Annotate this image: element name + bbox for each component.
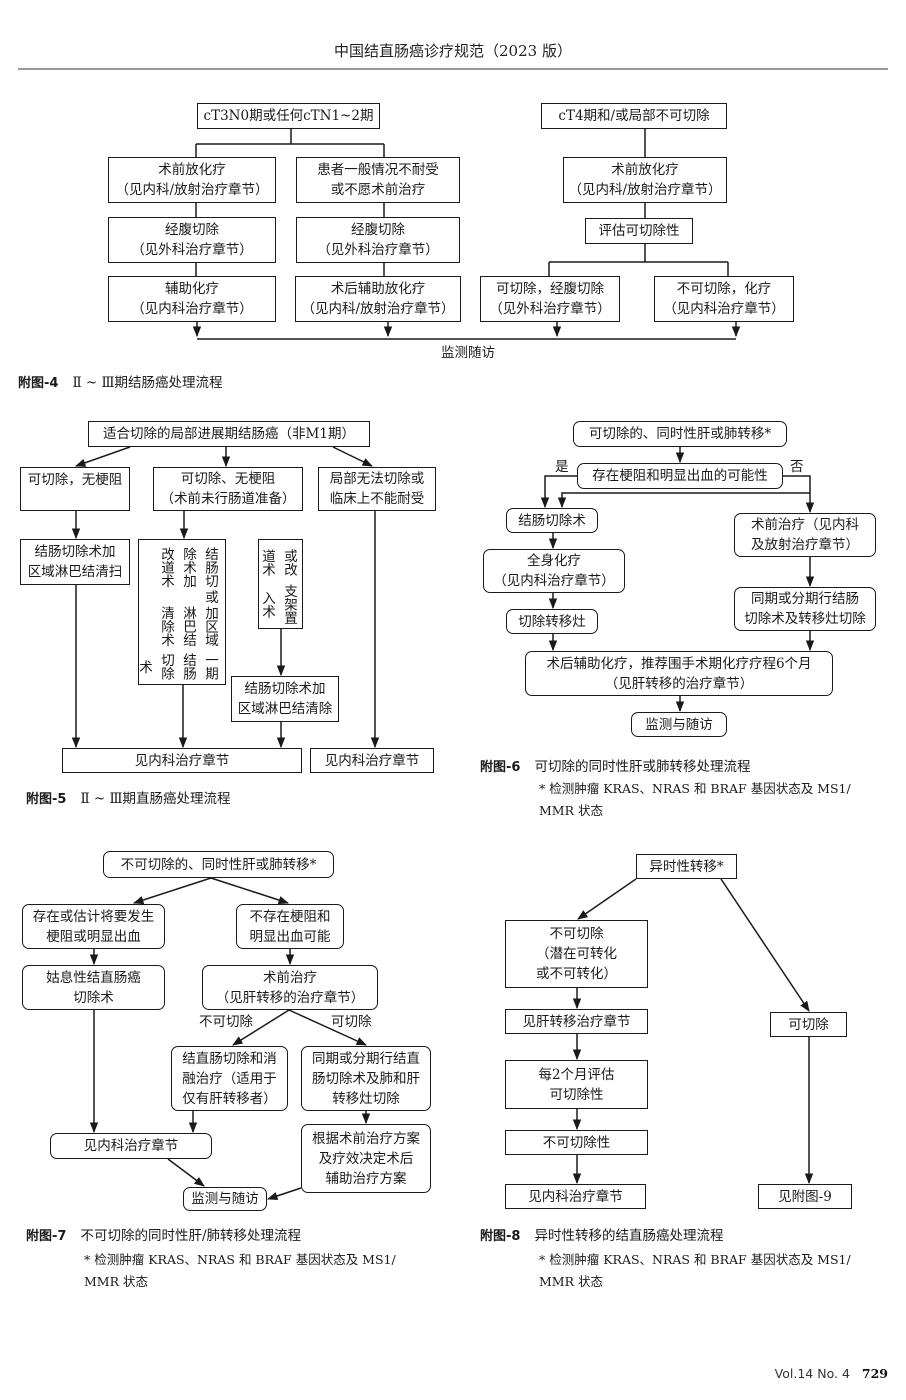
fig8-r1: 可切除 [770, 1012, 847, 1037]
fig8-l2: 见肝转移治疗章节 [505, 1009, 648, 1034]
fig4-c3: 可切除，经腹切除 （见外科治疗章节） [480, 276, 620, 322]
fig8-caption-number: 附图-8 [480, 1229, 521, 1244]
fig6-no-label: 否 [790, 459, 804, 475]
fig5-n2a-col4: 一期结肠切除术 [136, 652, 218, 680]
fig4-d3: 不可切除，化疗 （见内科治疗章节） [654, 276, 794, 322]
fig7-r3a: 结直肠切除和消 融治疗（适用于 仅有肝转移者） [171, 1046, 288, 1111]
fig4-c1: 术前放化疗 （见内科/放射治疗章节） [563, 157, 727, 203]
fig6-caption: 附图-6 可切除的同时性肝或肺转移处理流程 [480, 756, 750, 779]
fig5-end2: 见内科治疗章节 [310, 748, 434, 773]
page-number: 729 [861, 1366, 888, 1381]
fig7-caption-text: 不可切除的同时性肝/肺转移处理流程 [80, 1228, 302, 1244]
fig6-root: 可切除的、同时性肝或肺转移* [573, 421, 787, 447]
fig4-b3: 术后辅助放化疗 （见内科/放射治疗章节） [295, 276, 461, 322]
fig5-n2a: 结肠切除术加改道术或加区域淋巴结清除术一期结肠切除术 [136, 539, 226, 685]
fig4-b2: 经腹切除 （见外科治疗章节） [296, 217, 460, 263]
fig7-caption: 附图-7 不可切除的同时性肝/肺转移处理流程 [26, 1225, 301, 1248]
fig8-root: 异时性转移* [636, 854, 737, 879]
fig6-yes-label: 是 [555, 459, 569, 475]
fig4-a2: 经腹切除 （见外科治疗章节） [108, 217, 276, 263]
fig5-arrow-n3 [332, 446, 373, 467]
fig6-merge: 术后辅助化疗，推荐围手术期化疗疗程6个月 （见肝转移的治疗章节） [525, 651, 833, 696]
fig5-n2c: 结肠切除术加 区域淋巴结清除 [231, 676, 339, 722]
fig4-conn-root-split [195, 129, 385, 157]
fig8-caption: 附图-8 异时性转移的结直肠癌处理流程 [480, 1225, 723, 1248]
fig6-l1: 结肠切除术 [506, 508, 598, 533]
fig8-r2: 见附图-9 [758, 1184, 852, 1209]
header-rule [18, 68, 888, 70]
fig8-footnote: * 检测肿瘤 KRAS、NRAS 和 BRAF 基因状态及 MS1/ MMR 状… [539, 1252, 851, 1289]
fig7-footnote: * 检测肿瘤 KRAS、NRAS 和 BRAF 基因状态及 MS1/ MMR 状… [84, 1252, 396, 1289]
fig5-root: 适合切除的局部进展期结肠癌（非M1期） [88, 421, 370, 447]
fig5-arrow-n1 [75, 446, 131, 467]
fig7-arrow-end-r [267, 1187, 302, 1200]
fig7-r2: 术前治疗 （见肝转移的治疗章节） [202, 965, 378, 1010]
fig5-n2a-col1: 结肠切除术加改道术 [158, 546, 218, 588]
fig4-a3: 辅助化疗 （见内科治疗章节） [108, 276, 276, 322]
fig5-n3: 局部无法切除或 临床上不能耐受 [318, 467, 436, 511]
fig7-r4b: 根据术前治疗方案 及疗效决定术后 辅助治疗方案 [301, 1124, 431, 1193]
fig7-caption-number: 附图-7 [26, 1229, 67, 1244]
fig7-r3b: 同期或分期行结直 肠切除术及肺和肝 转移灶切除 [301, 1046, 431, 1111]
fig8-l5: 见内科治疗章节 [505, 1184, 646, 1209]
fig5-n2a-col2: 或 [202, 589, 218, 604]
fig5-n2: 可切除、无梗阻 （术前未行肠道准备） [153, 467, 303, 511]
fig5-n1a: 结肠切除术加 区域淋巴结清扫 [20, 539, 130, 585]
fig5-n1: 可切除，无梗阻 [20, 467, 130, 511]
fig4-right-root: cT4期和/或局部不可切除 [541, 103, 727, 129]
fig7-r1: 不存在梗阻和 明显出血可能 [236, 904, 344, 949]
fig5-n2b-col2: 支架置入术 [259, 584, 297, 625]
fig6-r1: 术前治疗（见内科 及放射治疗章节） [734, 513, 876, 557]
fig4-b1: 患者一般情况不耐受 或不愿术前治疗 [296, 157, 460, 203]
page-footer: Vol.14 No. 4 729 [775, 1366, 888, 1381]
fig8-l3: 每2个月评估 可切除性 [505, 1060, 648, 1109]
fig6-footnote: * 检测肿瘤 KRAS、NRAS 和 BRAF 基因状态及 MS1/ MMR 状… [539, 781, 851, 818]
fig6-l3: 切除转移灶 [506, 609, 598, 634]
fig7-l2: 姑息性结直肠癌 切除术 [22, 965, 165, 1010]
fig5-end1: 见内科治疗章节 [62, 748, 302, 773]
fig4-left-root: cT3N0期或任何cTN1~2期 [197, 103, 380, 129]
fig4-a1: 术前放化疗 （见内科/放射治疗章节） [108, 157, 276, 203]
fig6-end: 监测与随访 [631, 712, 727, 737]
fig4-c2: 评估可切除性 [585, 218, 693, 244]
fig7-arrow-l1 [133, 877, 212, 905]
fig5-caption-number: 附图-5 [26, 792, 67, 807]
fig6-caption-number: 附图-6 [480, 760, 521, 775]
fig6-question: 存在梗阻和明显出血的可能性 [577, 463, 783, 489]
fig5-caption-text: Ⅱ ~ Ⅲ期直肠癌处理流程 [80, 791, 231, 807]
fig4-caption-number: 附图-4 [18, 376, 59, 391]
fig8-l1: 不可切除 （潜在可转化 或不可转化） [505, 920, 648, 988]
fig6-r2: 同期或分期行结肠 切除术及转移灶切除 [734, 587, 876, 631]
fig4-caption: 附图-4 Ⅱ ~ Ⅲ期结肠癌处理流程 [18, 372, 223, 395]
fig8-l4: 不可切除性 [505, 1130, 648, 1155]
fig8-arrow-r1 [720, 878, 810, 1012]
fig4-caption-text: Ⅱ ~ Ⅲ期结肠癌处理流程 [72, 375, 223, 391]
journal-volume: Vol.14 No. 4 [774, 1366, 850, 1381]
fig7-arrow-end-l [167, 1158, 205, 1187]
fig8-caption-text: 异时性转移的结直肠癌处理流程 [534, 1228, 724, 1244]
fig7-l1: 存在或估计将要发生 梗阻或明显出血 [22, 904, 165, 949]
fig6-arrow-no-to-l1 [557, 492, 810, 509]
fig8-arrow-l1 [577, 878, 637, 920]
running-header: 中国结直肠癌诊疗规范（2023 版） [334, 42, 572, 60]
fig5-n2a-col3: 加区域淋巴结清除术 [158, 605, 218, 647]
fig7-medicine: 见内科治疗章节 [50, 1133, 212, 1159]
fig4-end-label: 监测随访 [441, 345, 495, 361]
fig7-resectable-label: 可切除 [331, 1014, 372, 1030]
fig6-arrow-yes [540, 475, 577, 509]
fig5-n2b: 或改道术支架置入术 [258, 539, 303, 629]
fig7-root: 不可切除的、同时性肝或肺转移* [103, 851, 334, 878]
fig5-n2b-col1: 或改道术 [259, 549, 297, 577]
fig7-end: 监测与随访 [183, 1187, 267, 1211]
fig6-arrow-no [783, 475, 815, 514]
fig7-arrow-r1 [210, 877, 289, 905]
fig7-not-resectable-label: 不可切除 [199, 1014, 253, 1030]
fig6-l2: 全身化疗 （见内科治疗章节） [483, 549, 625, 593]
fig5-caption: 附图-5 Ⅱ ~ Ⅲ期直肠癌处理流程 [26, 788, 231, 811]
fig6-caption-text: 可切除的同时性肝或肺转移处理流程 [534, 759, 751, 775]
